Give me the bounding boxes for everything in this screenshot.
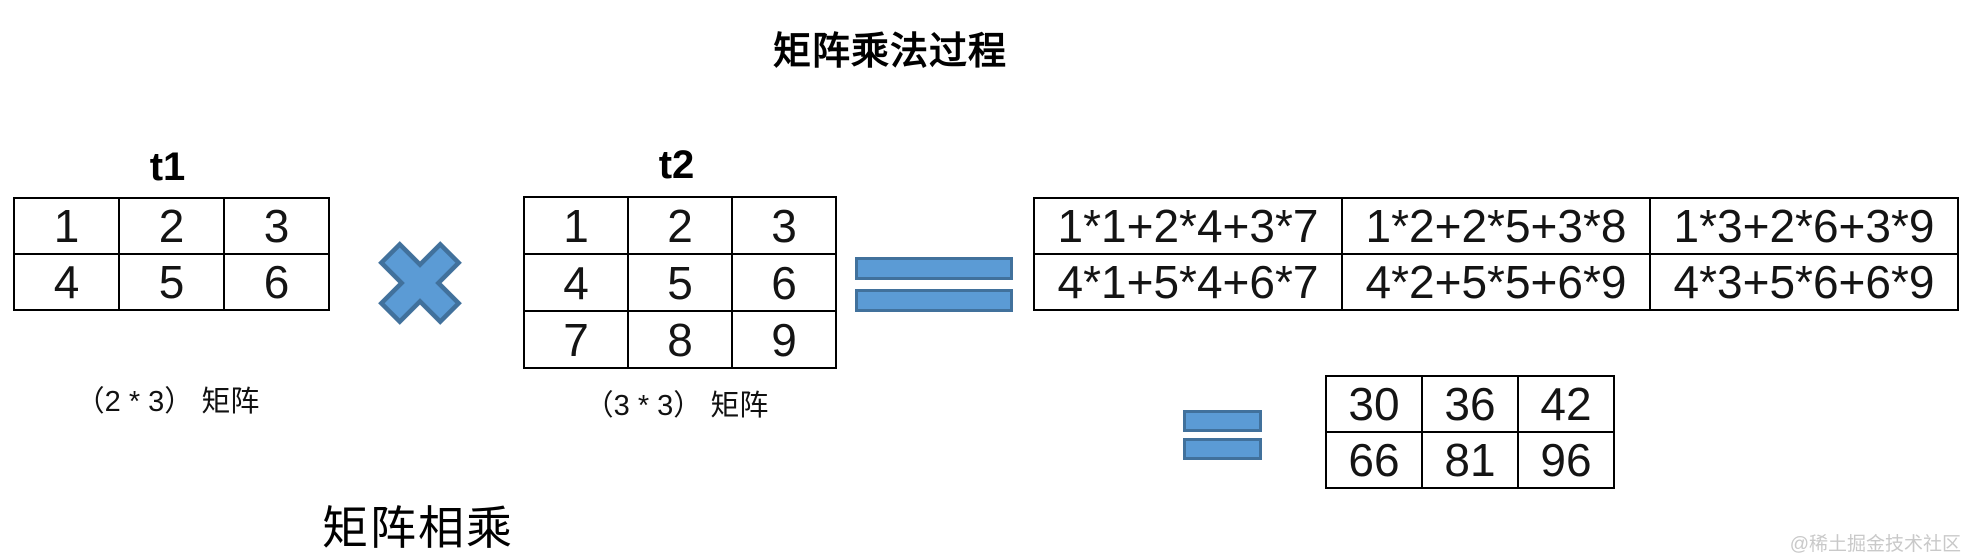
matrix-t1-table: 1 2 3 4 5 6 xyxy=(13,197,330,311)
table-row: 1*1+2*4+3*7 1*2+2*5+3*8 1*3+2*6+3*9 xyxy=(1033,197,1959,255)
matrix-cell: 36 xyxy=(1421,375,1519,433)
matrix-cell: 2 xyxy=(118,197,225,255)
matrix-cell: 1*2+2*5+3*8 xyxy=(1341,197,1651,255)
matrix-cell: 5 xyxy=(118,253,225,311)
matrix-cell: 1*3+2*6+3*9 xyxy=(1649,197,1959,255)
matrix-cell: 1 xyxy=(13,197,120,255)
watermark: @稀土掘金技术社区 xyxy=(1789,534,1961,555)
table-row: 4 5 6 xyxy=(523,253,837,312)
matrix-cell: 66 xyxy=(1325,431,1423,489)
table-row: 4 5 6 xyxy=(13,253,330,311)
table-row: 66 81 96 xyxy=(1325,431,1615,489)
matrix-cell: 30 xyxy=(1325,375,1423,433)
result-matrix-table: 30 36 42 66 81 96 xyxy=(1325,375,1615,489)
matrix-cell: 4*2+5*5+6*9 xyxy=(1341,253,1651,311)
matrix-t1-label: t1 xyxy=(149,145,186,189)
matrix-cell: 7 xyxy=(523,310,629,369)
matrix-t2-table: 1 2 3 4 5 6 7 8 9 xyxy=(523,196,837,369)
matrix-cell: 4*1+5*4+6*7 xyxy=(1033,253,1343,311)
matrix-cell: 6 xyxy=(731,253,837,312)
matrix-cell: 5 xyxy=(627,253,733,312)
matrix-cell: 6 xyxy=(223,253,330,311)
diagram-title: 矩阵乘法过程 xyxy=(772,31,1007,73)
multiply-cross-icon xyxy=(378,241,462,325)
equals-bar xyxy=(1183,438,1262,460)
matrix-t2-caption: （3 * 3） 矩阵 xyxy=(584,390,769,422)
matrix-cell: 42 xyxy=(1517,375,1615,433)
matrix-cell: 4*3+5*6+6*9 xyxy=(1649,253,1959,311)
matrix-cell: 8 xyxy=(627,310,733,369)
matrix-cell: 9 xyxy=(731,310,837,369)
matrix-cell: 3 xyxy=(223,197,330,255)
matrix-t2-label: t2 xyxy=(658,143,695,187)
matrix-cell: 1 xyxy=(523,196,629,255)
matrix-t1-caption: （2 * 3） 矩阵 xyxy=(75,386,260,418)
equals-bar xyxy=(855,289,1013,312)
matrix-cell: 81 xyxy=(1421,431,1519,489)
matrix-cell: 3 xyxy=(731,196,837,255)
expression-matrix-table: 1*1+2*4+3*7 1*2+2*5+3*8 1*3+2*6+3*9 4*1+… xyxy=(1033,197,1959,311)
table-row: 7 8 9 xyxy=(523,310,837,369)
equals-bar xyxy=(1183,410,1262,432)
table-row: 1 2 3 xyxy=(13,197,330,255)
equals-bar xyxy=(855,257,1013,280)
matrix-cell: 4 xyxy=(13,253,120,311)
table-row: 1 2 3 xyxy=(523,196,837,255)
matrix-cell: 96 xyxy=(1517,431,1615,489)
table-row: 4*1+5*4+6*7 4*2+5*5+6*9 4*3+5*6+6*9 xyxy=(1033,253,1959,311)
table-row: 30 36 42 xyxy=(1325,375,1615,433)
matrix-cell: 1*1+2*4+3*7 xyxy=(1033,197,1343,255)
matrix-cell: 4 xyxy=(523,253,629,312)
matrix-cell: 2 xyxy=(627,196,733,255)
bottom-label: 矩阵相乘 xyxy=(322,502,514,554)
